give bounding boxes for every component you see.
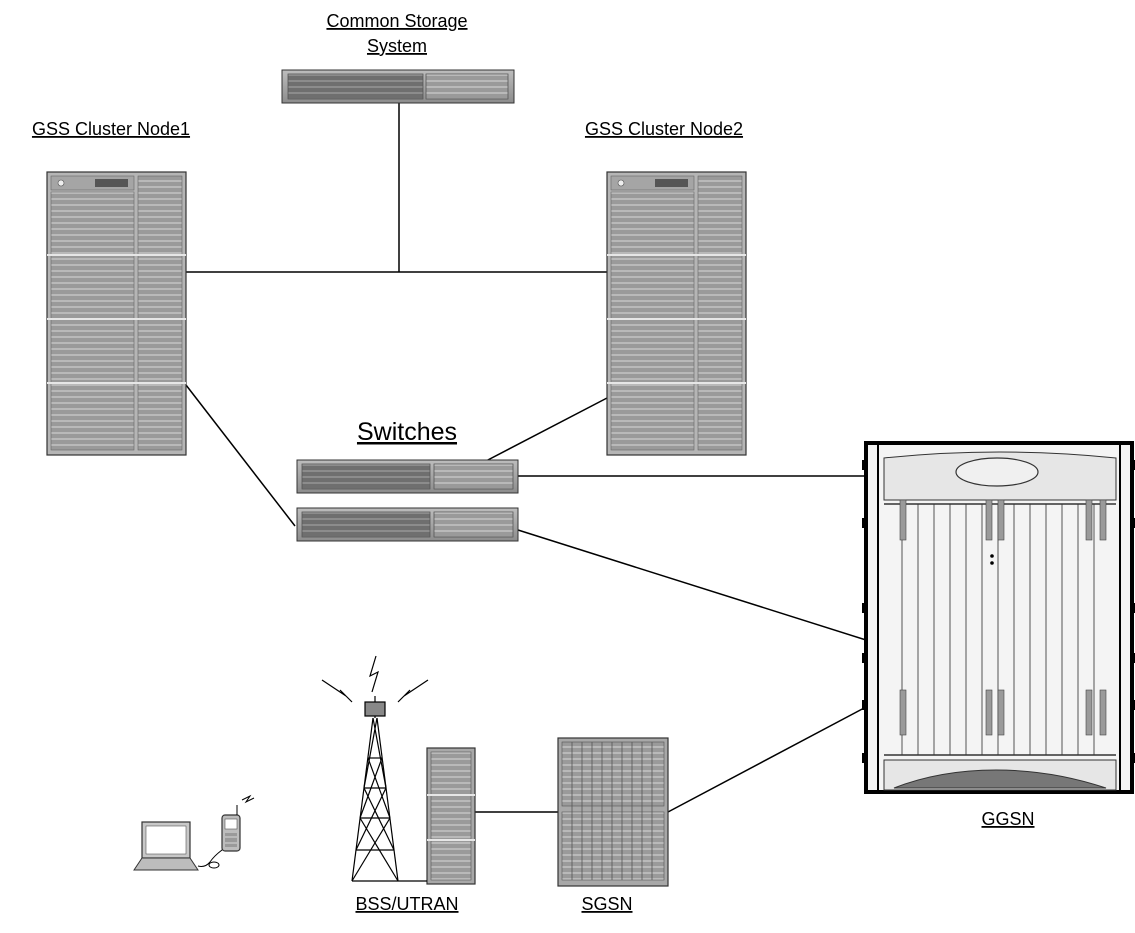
switch2-ggsn-link — [517, 529, 867, 641]
server-rack-icon — [46, 171, 187, 456]
sgsn-cabinet-icon — [557, 737, 669, 887]
sgsn-ggsn-link — [667, 706, 867, 813]
storage-label-line1: Common Storage — [326, 11, 467, 31]
bss-label: BSS/UTRAN — [355, 894, 458, 914]
mobile-phone-icon — [221, 794, 255, 852]
server-rack-icon — [606, 171, 747, 456]
ggsn-label: GGSN — [981, 809, 1034, 829]
switches-label: Switches — [357, 418, 457, 446]
node1-switch2-link — [185, 384, 296, 527]
bss-cabinet-icon — [426, 747, 476, 885]
node2-switch1-link — [483, 397, 608, 463]
network-switch-icon — [296, 459, 519, 494]
laptop-icon — [133, 821, 229, 871]
node1-label: GSS Cluster Node1 — [32, 119, 190, 139]
network-switch-icon — [296, 507, 519, 542]
connections — [185, 103, 867, 813]
node2-label: GSS Cluster Node2 — [585, 119, 743, 139]
storage-label-line2: System — [367, 36, 427, 56]
cell-tower-icon — [321, 655, 429, 882]
ggsn-chassis-icon — [862, 441, 1135, 794]
sgsn-label: SGSN — [581, 894, 632, 914]
storage-array-icon — [281, 69, 515, 104]
